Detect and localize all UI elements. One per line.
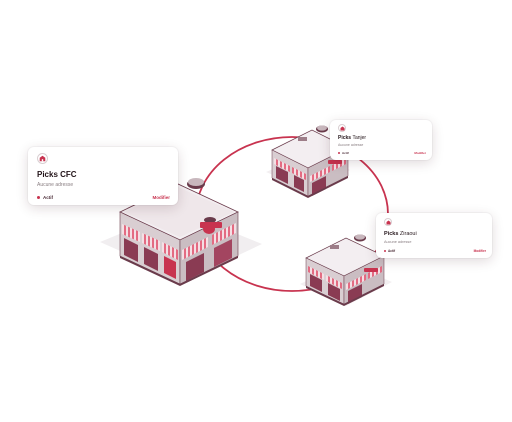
status-dot-icon <box>37 196 40 199</box>
status-label: Actif <box>388 249 396 253</box>
store-city: Tanjer <box>352 135 367 141</box>
store-brand: Picks <box>384 231 399 237</box>
store-card-picks-tanjer[interactable]: Picks Tanjer Aucune adresse Actif Modifi… <box>330 120 432 160</box>
store-name: Picks Ziraoui <box>384 231 417 237</box>
tanjer-store-building <box>266 125 350 198</box>
status-label: Actif <box>342 151 349 155</box>
modify-link[interactable]: Modifier <box>414 151 426 155</box>
modify-link[interactable]: Modifier <box>473 249 486 253</box>
modify-link[interactable]: Modifier <box>152 195 171 200</box>
store-name: Picks Tanjer <box>338 135 366 141</box>
status-label: Actif <box>43 195 53 200</box>
store-card-picks-ziraoui[interactable]: Picks Ziraoui Aucune adresse Actif Modif… <box>376 213 492 258</box>
store-logo-icon <box>338 124 346 132</box>
store-address: Aucune adresse <box>338 143 364 147</box>
store-name: Picks CFC <box>37 170 77 179</box>
status-dot-icon <box>384 250 386 252</box>
status-dot-icon <box>338 152 340 154</box>
main-store-building <box>100 178 262 286</box>
status-badge: Actif <box>384 249 395 253</box>
store-logo-icon <box>384 218 392 226</box>
ziraoui-store-building <box>300 234 392 306</box>
store-card-picks-cfc[interactable]: Picks CFC Aucune adresse Actif Modifier <box>28 147 178 205</box>
store-address: Aucune adresse <box>37 182 74 188</box>
store-address: Aucune adresse <box>384 240 412 244</box>
store-brand: Picks <box>338 135 352 141</box>
status-badge: Actif <box>37 195 53 200</box>
store-logo-icon <box>37 153 48 164</box>
status-badge: Actif <box>338 151 349 155</box>
store-city: Ziraoui <box>399 231 417 237</box>
